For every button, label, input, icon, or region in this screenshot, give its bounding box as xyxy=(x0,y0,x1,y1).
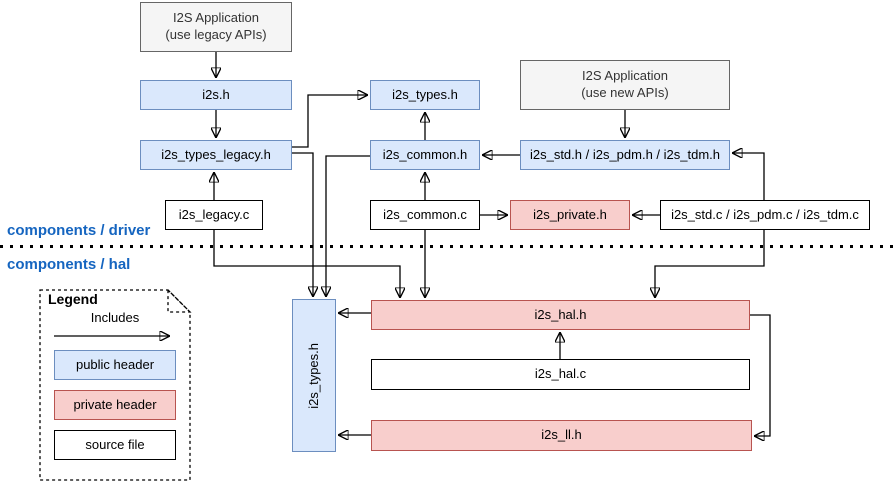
edge-types-legacy-to-types-hal xyxy=(292,152,313,297)
edge-common-h-to-types-hal xyxy=(326,155,370,297)
legend-private-header-swatch: private header xyxy=(54,390,176,420)
node-i2s-std-pdm-tdm-c: i2s_std.c / i2s_pdm.c / i2s_tdm.c xyxy=(660,200,870,230)
layer-separator xyxy=(0,245,893,248)
app-legacy-line1: I2S Application xyxy=(172,10,259,26)
legend-title: Legend xyxy=(48,291,98,307)
node-i2s-hal-h: i2s_hal.h xyxy=(371,300,750,330)
node-i2s-application-legacy: I2S Application (use legacy APIs) xyxy=(140,2,292,52)
legend-public-header-swatch: public header xyxy=(54,350,176,380)
node-i2s-legacy-c: i2s_legacy.c xyxy=(165,200,263,230)
hal-layer-label: components / hal xyxy=(7,256,131,273)
edge-hal-h-to-ll-h xyxy=(750,314,771,436)
driver-layer-label: components / driver xyxy=(7,222,151,239)
node-i2s-types-h-hal: i2s_types.h xyxy=(292,299,336,452)
node-i2s-hal-c: i2s_hal.c xyxy=(371,359,750,390)
node-i2s-std-pdm-tdm-h: i2s_std.h / i2s_pdm.h / i2s_tdm.h xyxy=(520,140,730,170)
node-i2s-h: i2s.h xyxy=(140,80,292,110)
edge-std-c-to-hal-h xyxy=(655,230,765,298)
app-new-line1: I2S Application xyxy=(581,68,668,84)
node-i2s-types-legacy-h: i2s_types_legacy.h xyxy=(140,140,292,170)
legend-fold-icon xyxy=(167,288,192,313)
legend-source-file-swatch: source file xyxy=(54,430,176,460)
i2s-types-h-hal-label: i2s_types.h xyxy=(305,342,321,409)
node-i2s-application-new: I2S Application (use new APIs) xyxy=(520,60,730,110)
node-i2s-private-h: i2s_private.h xyxy=(510,200,630,230)
edge-legacy-c-to-hal-h xyxy=(213,230,400,298)
edge-std-c-to-std-h xyxy=(732,153,765,200)
app-new-line2: (use new APIs) xyxy=(581,85,669,100)
node-i2s-common-h: i2s_common.h xyxy=(370,140,480,170)
edge-types-legacy-to-types-driver xyxy=(292,95,368,148)
legend-includes-label: Includes xyxy=(90,310,140,325)
node-i2s-types-h-driver: i2s_types.h xyxy=(370,80,480,110)
app-legacy-line2: (use legacy APIs) xyxy=(165,27,267,42)
node-i2s-common-c: i2s_common.c xyxy=(370,200,480,230)
node-i2s-ll-h: i2s_ll.h xyxy=(371,420,752,451)
